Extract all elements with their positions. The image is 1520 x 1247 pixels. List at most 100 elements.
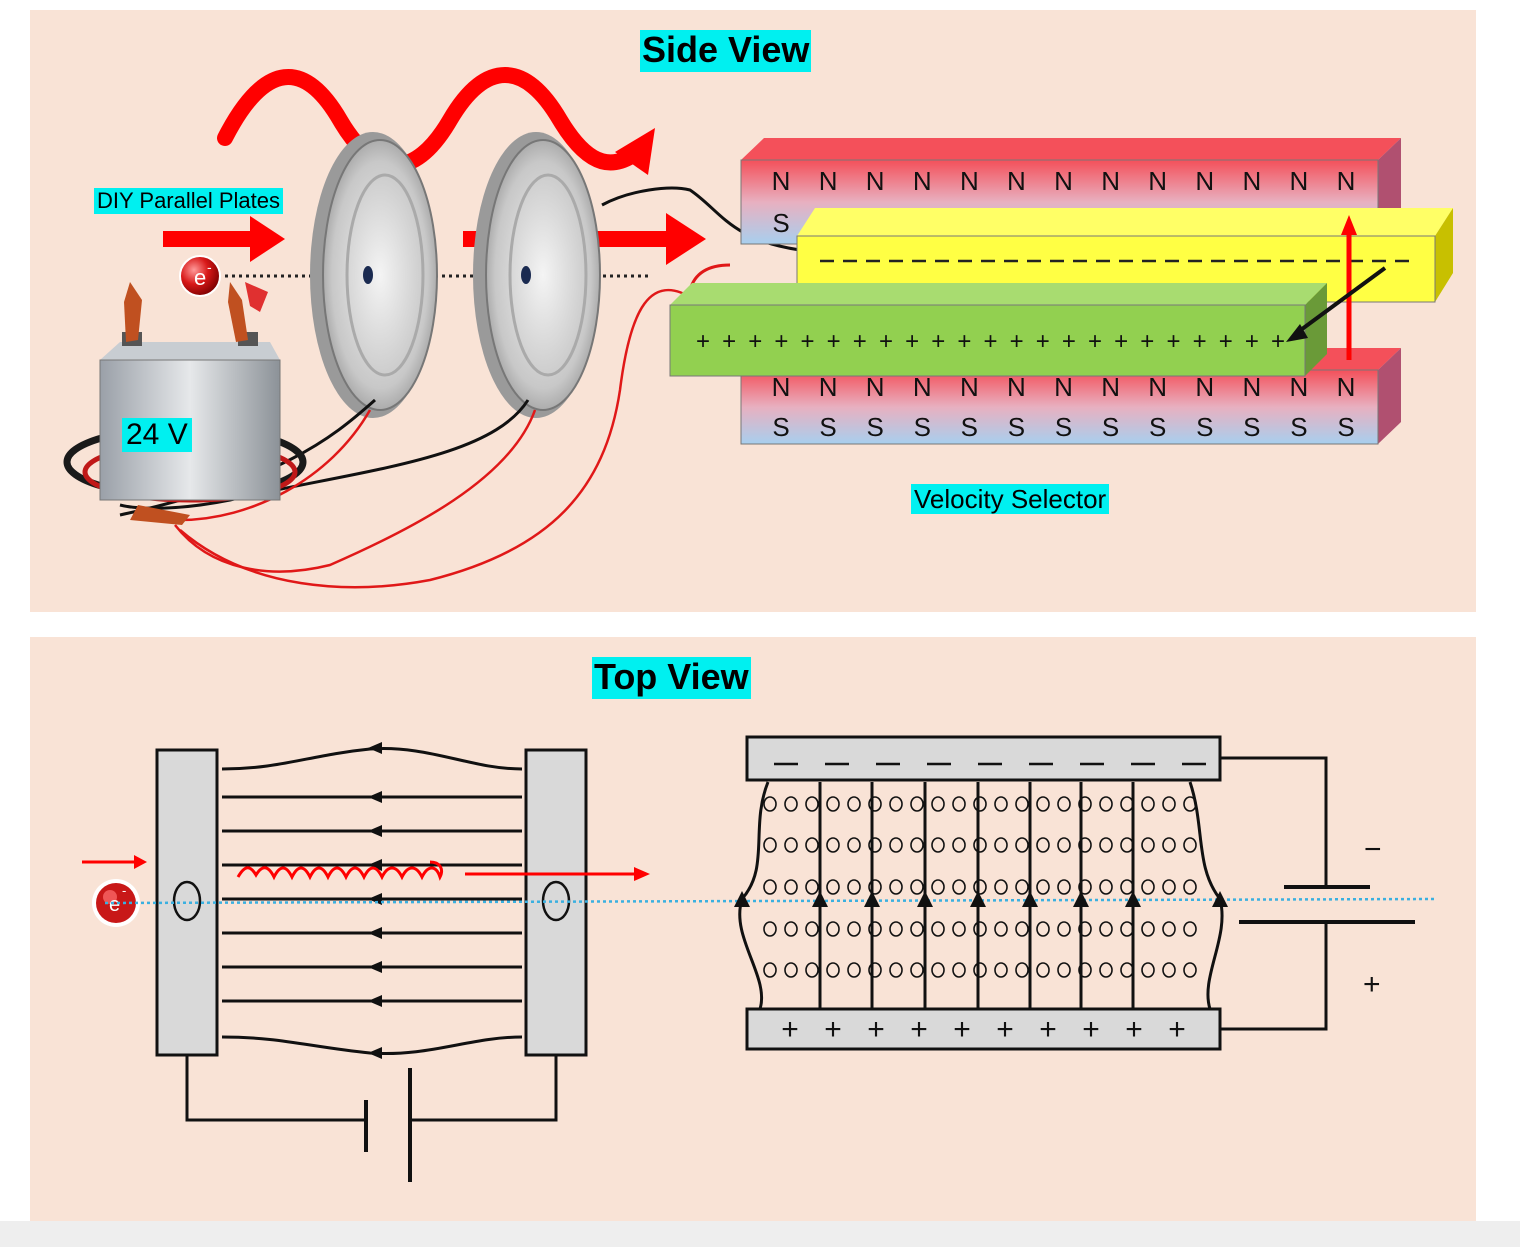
plate-plus-sign: + xyxy=(1219,328,1233,355)
magnetic-field-dot xyxy=(1057,921,1071,937)
magnet-south-label: S xyxy=(1337,412,1354,442)
magnetic-field-dot xyxy=(910,796,924,812)
magnetic-field-dot xyxy=(1120,962,1134,978)
magnet-north-label: N xyxy=(1054,166,1073,196)
magnetic-field-dot xyxy=(1141,796,1155,812)
magnetic-field-dot xyxy=(763,962,777,978)
magnetic-field-dot xyxy=(1057,879,1071,895)
magnetic-field-dot xyxy=(931,796,945,812)
plate-plus-sign: + xyxy=(722,328,736,355)
magnetic-field-dot xyxy=(994,879,1008,895)
selector-field-arrowhead xyxy=(917,891,933,907)
selector-field-arrowhead xyxy=(1022,891,1038,907)
selector-plate-positive xyxy=(745,1007,1222,1051)
magnetic-field-dot xyxy=(1183,879,1197,895)
magnet-south-label: S xyxy=(914,412,931,442)
magnet-north-label: N xyxy=(772,372,791,402)
magnet-north-label: N xyxy=(819,372,838,402)
magnetic-field-dot xyxy=(805,921,819,937)
magnet-north-label: N xyxy=(1148,372,1167,402)
magnetic-field-dot xyxy=(973,796,987,812)
selector-plus-sign: + xyxy=(910,1013,928,1046)
magnet-south-label: S xyxy=(819,412,836,442)
magnetic-field-dot xyxy=(1183,796,1197,812)
selector-field-arrowheads xyxy=(734,891,1228,907)
magnetic-field-dot xyxy=(973,962,987,978)
magnetic-field-dot xyxy=(784,796,798,812)
selector-field-arrowhead xyxy=(734,891,750,907)
diy-plates-label: DIY Parallel Plates xyxy=(94,188,284,214)
red-wire-3 xyxy=(179,288,696,589)
dish-plate-2 xyxy=(473,132,601,418)
selector-plus-sign: + xyxy=(781,1013,799,1046)
magnetic-field-dot xyxy=(1015,921,1029,937)
plate-plus-sign: + xyxy=(1114,328,1128,355)
magnetic-field-dot xyxy=(1120,837,1134,853)
magnet-north-label: N xyxy=(1007,372,1026,402)
magnet-north-label: N xyxy=(1195,166,1214,196)
magnetic-field-dot xyxy=(889,962,903,978)
side-view-diagram: e - xyxy=(63,67,1453,589)
magnetic-field-dot xyxy=(889,837,903,853)
magnet-north-label: N xyxy=(1242,372,1261,402)
through-arrow-head xyxy=(666,213,706,265)
plate-plus-sign: + xyxy=(931,328,945,355)
field-arrowhead xyxy=(368,742,382,754)
magnet-north-label: N xyxy=(1290,372,1309,402)
magnet-north-label: N xyxy=(1101,372,1120,402)
magnetic-field-dot xyxy=(1183,921,1197,937)
magnetic-field-dot xyxy=(1057,796,1071,812)
magnetic-field-dot xyxy=(994,921,1008,937)
magnetic-field-dot xyxy=(868,837,882,853)
plate-plus-sign: + xyxy=(983,328,997,355)
plate-plus-sign: + xyxy=(1062,328,1076,355)
magnetic-field-dot xyxy=(868,796,882,812)
plate-plus-sign: + xyxy=(957,328,971,355)
magnet-north-label: N xyxy=(772,166,791,196)
magnet-north-label: N xyxy=(819,166,838,196)
magnetic-field-dot xyxy=(910,962,924,978)
magnetic-field-dot xyxy=(973,879,987,895)
magnetic-field-dot xyxy=(826,796,840,812)
magnetic-field-dot xyxy=(952,879,966,895)
field-arrowhead xyxy=(368,1047,382,1059)
magnetic-field-dots xyxy=(763,796,1197,978)
magnetic-field-dot xyxy=(1015,796,1029,812)
selector-field-arrowhead xyxy=(970,891,986,907)
magnetic-field-dot xyxy=(1183,962,1197,978)
magnetic-force-arrow-head xyxy=(1341,215,1357,235)
magnet-south-label: S xyxy=(1149,412,1166,442)
field-arrowhead xyxy=(368,791,382,803)
magnet-south-label: S xyxy=(772,412,789,442)
magnet-north-label: N xyxy=(1054,372,1073,402)
magnetic-field-dot xyxy=(1036,879,1050,895)
magnetic-field-dot xyxy=(910,879,924,895)
magnetic-field-dot xyxy=(826,962,840,978)
plate-plus-sign: + xyxy=(853,328,867,355)
plate-plus-sign: + xyxy=(1140,328,1154,355)
magnetic-field-dot xyxy=(973,837,987,853)
magnet-north-label: N xyxy=(1337,166,1356,196)
magnet-north-label: N xyxy=(913,166,932,196)
selector-plus-sign: + xyxy=(953,1013,971,1046)
magnetic-field-dot xyxy=(1120,796,1134,812)
magnet-north-label: N xyxy=(1007,166,1026,196)
velocity-selector-label: Velocity Selector xyxy=(911,484,1110,514)
battery xyxy=(99,282,281,525)
magnetic-field-dot xyxy=(931,962,945,978)
field-arrowhead xyxy=(368,961,382,973)
selector-field-arrowhead xyxy=(1212,891,1228,907)
magnetic-field-dot xyxy=(1099,796,1113,812)
magnetic-field-dot xyxy=(1120,879,1134,895)
magnetic-field-dot xyxy=(1078,796,1092,812)
left-circuit-wire-a xyxy=(185,1055,366,1122)
left-plate-a-hole xyxy=(172,880,202,922)
magnet-south-label: S xyxy=(1055,412,1072,442)
magnet-north-label: N xyxy=(1101,166,1120,196)
magnetic-field-dot xyxy=(889,921,903,937)
plate-positive-signs: +++++++++++++++++++++++ xyxy=(696,328,1285,355)
magnetic-field-dot xyxy=(805,796,819,812)
magnetic-field-dot xyxy=(847,837,861,853)
top-view-title: Top View xyxy=(592,656,751,699)
